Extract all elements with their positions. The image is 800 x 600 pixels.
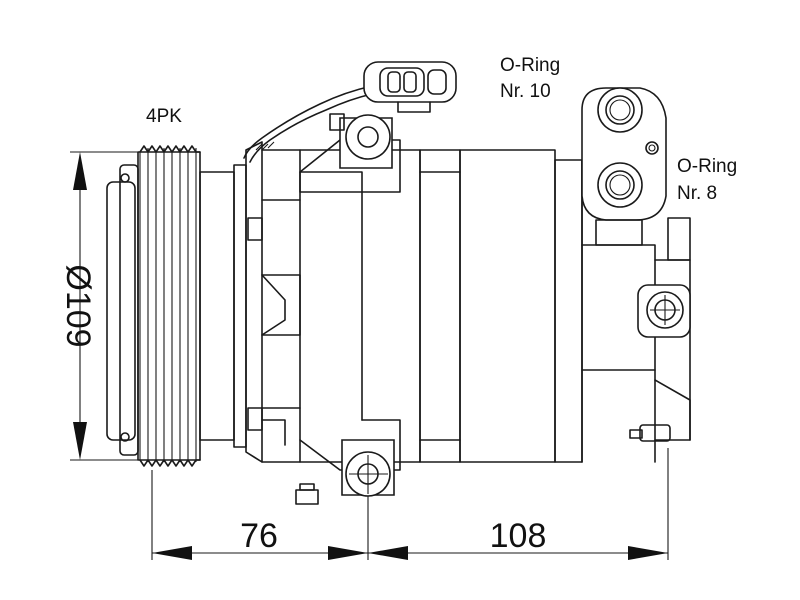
oring-suction-title: O-Ring <box>500 55 560 76</box>
oring-discharge-title: O-Ring <box>677 156 737 177</box>
upper-mounting-lug <box>329 113 393 169</box>
electrical-connector <box>243 61 457 163</box>
belt-type-label: 4PK <box>146 106 182 127</box>
lower-mounting-lug <box>295 439 395 505</box>
front-head <box>245 141 363 463</box>
dimension-76-label: 76 <box>240 517 278 555</box>
pulley-diameter-label: Ø109 <box>59 264 97 347</box>
dimension-108-label: 108 <box>490 517 547 555</box>
rear-head <box>581 159 691 463</box>
service-port-block <box>581 87 667 246</box>
belt-grooves <box>139 145 201 467</box>
dimension-diameter <box>70 151 140 461</box>
oring-suction-number: Nr. 10 <box>500 81 551 102</box>
pulley-assembly <box>106 145 247 467</box>
compressor-body <box>299 139 583 471</box>
dimension-length <box>151 448 669 560</box>
oring-discharge-number: Nr. 8 <box>677 183 717 204</box>
